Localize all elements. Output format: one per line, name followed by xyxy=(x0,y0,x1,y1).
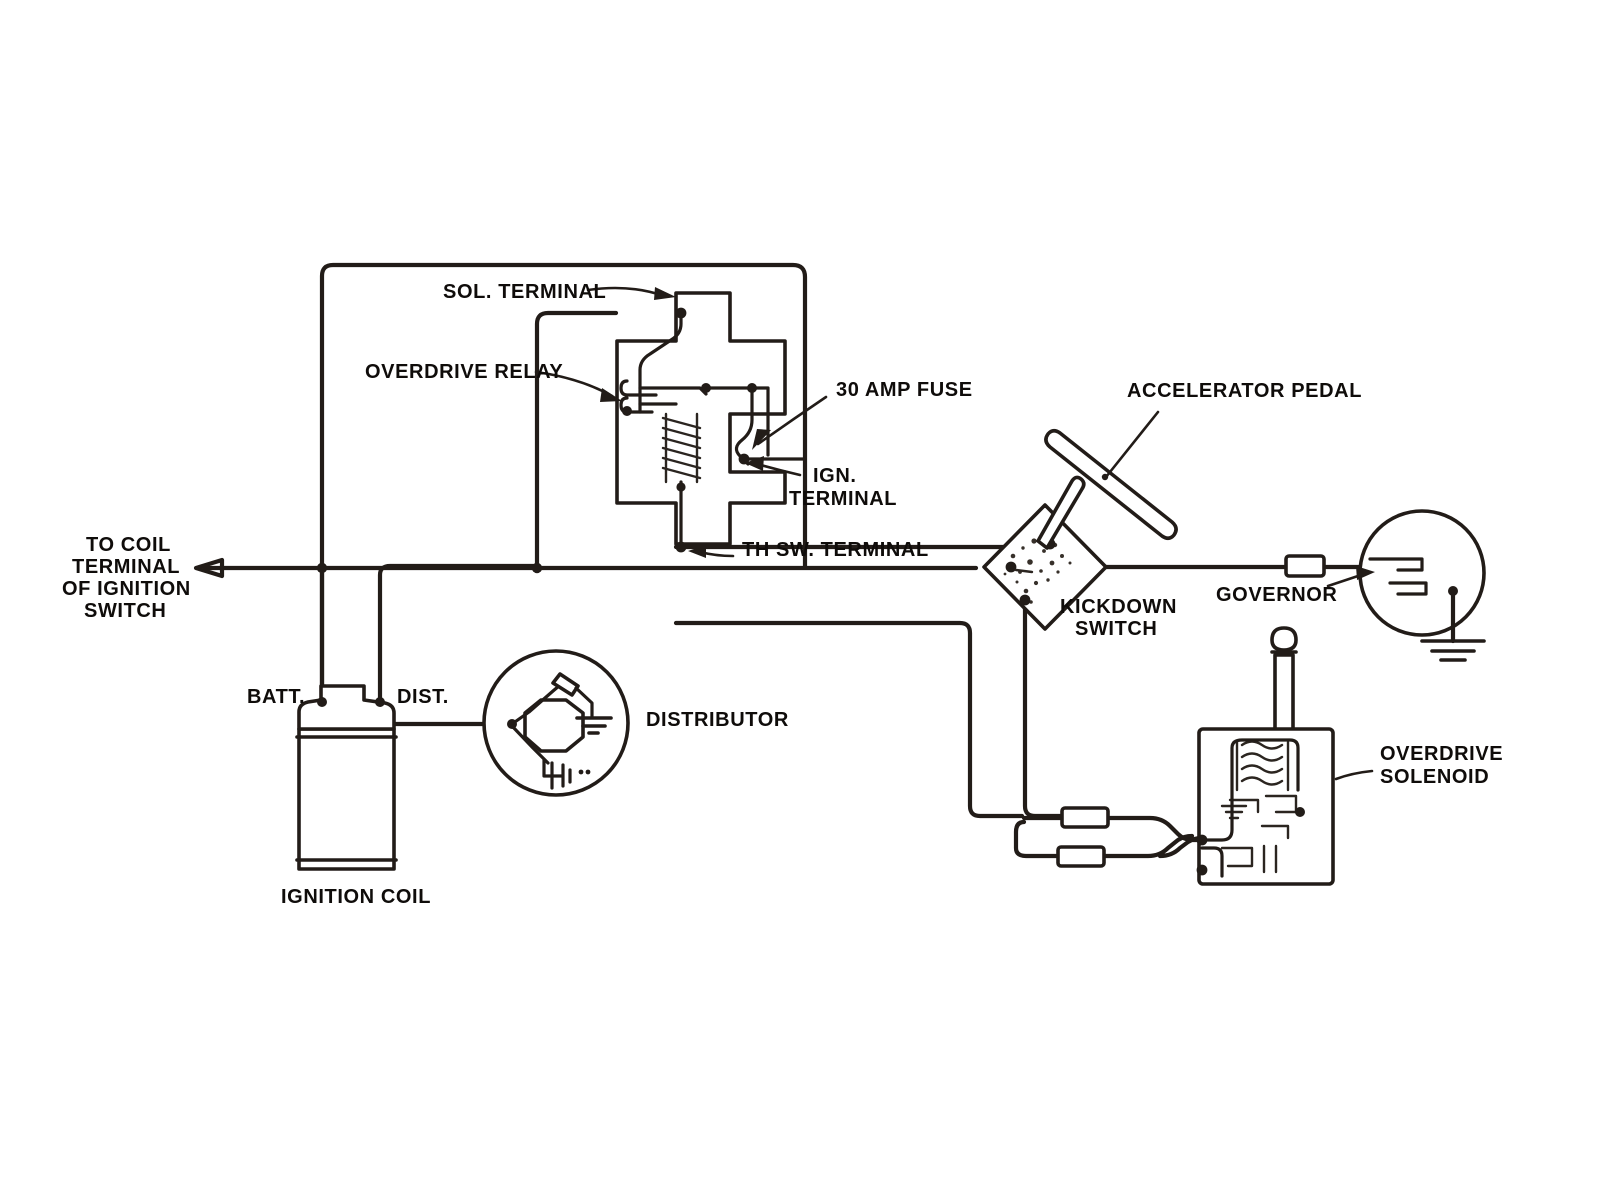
kickdown-switch-body xyxy=(982,503,1108,631)
terminal-node-ign[interactable] xyxy=(738,453,750,465)
kickdown-contact-lower xyxy=(1019,594,1031,606)
wire-relay-left-feeder xyxy=(534,310,619,571)
solenoid-windings xyxy=(1235,740,1290,792)
fuse-30-amp xyxy=(734,386,754,466)
distributor-breaker-point xyxy=(551,672,580,697)
governor-contact-upper xyxy=(1368,557,1424,572)
governor-body xyxy=(1358,509,1486,637)
leader-lines xyxy=(534,286,1375,781)
distributor-condenser-lead xyxy=(510,724,550,765)
distributor-cam xyxy=(523,698,585,753)
relay-body-outline xyxy=(615,291,787,546)
label-to-coil-line4: SWITCH xyxy=(84,600,166,622)
wire-relay-return-to-solenoid xyxy=(673,620,1025,819)
label-sol-terminal: SOL. TERMINAL xyxy=(443,281,606,303)
distributor-condenser-dot-b xyxy=(585,769,591,775)
solenoid-body xyxy=(1197,727,1335,886)
arrowhead-ign-terminal xyxy=(745,456,764,471)
governor-contact-lower xyxy=(1388,581,1428,596)
distributor-point-lead xyxy=(574,686,594,718)
terminal-node-th-sw[interactable] xyxy=(675,541,687,553)
label-kickdown-switch-line1: KICKDOWN xyxy=(1060,596,1177,618)
wire-kickdown-to-solenoid xyxy=(1022,597,1063,819)
accelerator-pedal[interactable] xyxy=(1044,428,1178,541)
kickdown-plunger-arm xyxy=(1036,475,1086,550)
wire-batt-to-top-bus xyxy=(319,262,808,703)
relay-coil-winding xyxy=(661,412,702,484)
label-to-coil-line1: TO COIL xyxy=(86,534,171,556)
solenoid-terminal-lower[interactable] xyxy=(1196,864,1208,876)
leader-accelerator-pedal xyxy=(1104,410,1160,479)
kickdown-contact-whisker xyxy=(1014,568,1034,574)
label-kickdown-switch-line2: SWITCH xyxy=(1075,618,1157,640)
solenoid-terminal-upper[interactable] xyxy=(1196,834,1208,846)
overdrive-relay[interactable] xyxy=(615,291,807,553)
label-accelerator-pedal: ACCELERATOR PEDAL xyxy=(1127,380,1362,402)
arrowhead-sol-terminal xyxy=(654,287,676,300)
overdrive-solenoid[interactable] xyxy=(1196,626,1335,886)
relay-node-contact xyxy=(701,383,711,393)
label-overdrive-relay: OVERDRIVE RELAY xyxy=(365,361,563,383)
accelerator-pedal-bar xyxy=(1044,428,1178,541)
arrowhead-30-amp-fuse xyxy=(752,429,771,450)
leader-overdrive-solenoid xyxy=(1334,769,1374,781)
arrowhead-governor xyxy=(1356,566,1375,580)
connector-barrel-harness-lower xyxy=(1056,845,1106,868)
label-dist-terminal: DIST. xyxy=(397,686,449,708)
relay-node-bridge xyxy=(622,406,632,416)
arrowhead-to-coil-terminal xyxy=(193,557,225,579)
leader-30-amp-fuse xyxy=(756,395,828,446)
connector-barrels xyxy=(1056,554,1326,868)
label-batt-terminal: BATT. xyxy=(247,686,305,708)
ground-symbol-governor xyxy=(1420,639,1486,662)
diagram-labels: SOL. TERMINAL OVERDRIVE RELAY 30 AMP FUS… xyxy=(62,281,1503,908)
solenoid-lead-upper xyxy=(1200,738,1300,842)
relay-node-coil-bottom xyxy=(676,482,686,492)
governor[interactable] xyxy=(1358,509,1486,662)
kickdown-contact-left xyxy=(1005,561,1017,573)
coil-batt-post[interactable] xyxy=(317,697,327,707)
kickdown-switch[interactable] xyxy=(982,475,1108,631)
solenoid-lead-lower xyxy=(1200,846,1224,878)
label-distributor: DISTRIBUTOR xyxy=(646,709,789,731)
label-to-coil-line3: OF IGNITION xyxy=(62,578,191,600)
connector-barrel-governor xyxy=(1284,554,1326,578)
ignition-coil-cap xyxy=(297,684,396,731)
arrowhead-overdrive-relay xyxy=(600,388,622,402)
connector-barrel-harness-upper xyxy=(1060,806,1110,829)
label-overdrive-solenoid-line1: OVERDRIVE xyxy=(1380,743,1503,765)
wire-harness-lower-right xyxy=(1101,833,1195,859)
solenoid-plunger xyxy=(1270,626,1298,732)
distributor-ground-symbol xyxy=(575,716,613,735)
distributor-condenser-dot-a xyxy=(578,769,584,775)
solenoid-internal-contacts xyxy=(1220,794,1305,874)
arrowhead-th-sw-terminal xyxy=(688,545,706,558)
distributor[interactable] xyxy=(482,649,630,797)
label-ign-terminal-line2: TERMINAL xyxy=(789,488,897,510)
label-overdrive-solenoid-line2: SOLENOID xyxy=(1380,766,1489,788)
relay-internal-lead-left xyxy=(638,311,683,414)
label-governor: GOVERNOR xyxy=(1216,584,1337,606)
label-ign-terminal-line1: IGN. xyxy=(813,465,857,487)
label-ignition-coil: IGNITION COIL xyxy=(281,886,431,908)
label-30-amp-fuse: 30 AMP FUSE xyxy=(836,379,973,401)
label-th-sw-terminal: TH SW. TERMINAL xyxy=(742,539,929,561)
ignition-coil[interactable] xyxy=(295,684,398,871)
distributor-condenser xyxy=(542,758,565,790)
label-to-coil-line2: TERMINAL xyxy=(72,556,180,578)
relay-contact-bridge xyxy=(619,379,658,397)
relay-node-fuse-top xyxy=(747,383,757,393)
terminal-node-sol[interactable] xyxy=(675,307,687,319)
wire-harness-lower-left xyxy=(1013,819,1061,859)
ignition-coil-can xyxy=(297,727,396,871)
coil-dist-post[interactable] xyxy=(375,697,385,707)
